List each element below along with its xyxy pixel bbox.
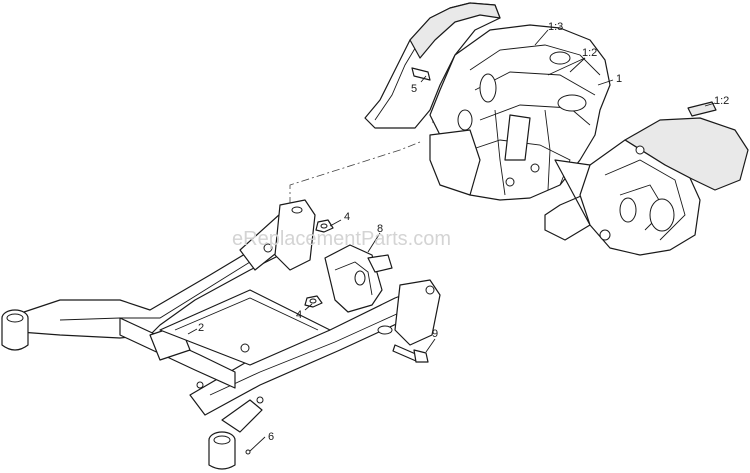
lower-frame-part-2	[1, 199, 441, 470]
watermark-text: eReplacementParts.com	[232, 228, 451, 250]
callout-4-upper: 4	[344, 211, 350, 223]
bracket-part-8	[324, 244, 393, 313]
bolt-part-9	[392, 344, 429, 363]
callout-2: 2	[198, 322, 204, 334]
callout-1-2-right: 1:2	[714, 95, 729, 107]
leader-lines	[187, 29, 716, 452]
upper-frame-part-1	[364, 2, 749, 256]
callout-1-2-center: 1:2	[582, 47, 597, 59]
callout-9: 9	[432, 328, 438, 340]
callout-5: 5	[411, 83, 417, 95]
callout-labels: 1 1:2 1:2 1:3 2 4 4 5 6 8 9	[198, 21, 729, 443]
callout-1-3: 1:3	[548, 21, 563, 33]
nut-part-4-lower	[304, 295, 323, 308]
callout-6: 6	[268, 431, 274, 443]
callout-4-lower: 4	[296, 309, 302, 321]
callout-1: 1	[616, 73, 622, 85]
callout-8: 8	[377, 223, 383, 235]
fastener-part-6	[245, 449, 251, 455]
nut-part-4-upper	[315, 219, 334, 233]
